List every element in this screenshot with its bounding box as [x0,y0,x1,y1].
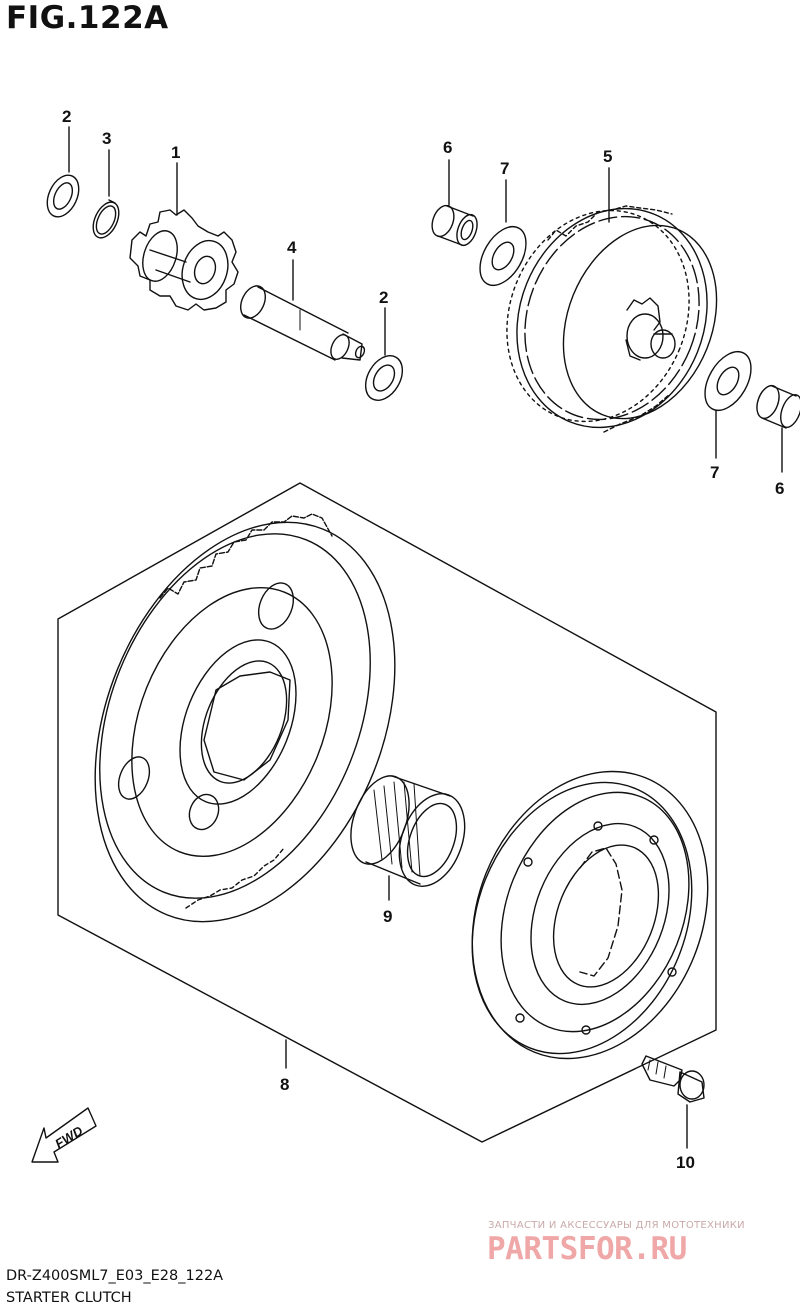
callout-7b: 7 [710,463,719,482]
figure-title: FIG.122A [6,0,169,36]
callout-10: 10 [676,1153,695,1172]
callout-6a: 6 [443,138,452,157]
callout-3: 3 [102,129,111,148]
part-7-washer-b [704,351,752,411]
callout-1: 1 [171,143,180,162]
callout-6b: 6 [775,479,784,498]
part-8-clutch-housing [471,770,709,1060]
callout-2a: 2 [62,107,71,126]
part-6-bushing [431,204,478,247]
watermark-tagline: ЗАПЧАСТИ И АКСЕССУАРЫ ДЛЯ МОТОТЕХНИКИ [488,1220,745,1231]
part-10-bolt [641,1055,705,1103]
part-9-needle-bearing [350,775,466,887]
fwd-arrow-icon: FWD [31,1107,97,1163]
watermark-brand: PARTSFOR.RU [487,1231,687,1267]
model-code: DR-Z400SML7_E03_E28_122A [6,1268,224,1284]
callout-8: 8 [280,1075,289,1094]
part-3-circlip [92,199,120,239]
part-8-clutch-gear [94,513,396,923]
part-6-bushing-b [756,384,800,429]
callout-2b: 2 [379,288,388,307]
part-2-washer-b [364,355,404,401]
callout-4: 4 [287,238,297,257]
part-5-driven-gear [506,205,718,433]
callout-7a: 7 [500,159,509,178]
section-name: STARTER CLUTCH [6,1290,132,1306]
part-2-washer [46,174,80,218]
part-7-washer [479,226,527,286]
callout-5: 5 [603,147,612,166]
assembly-outline [57,482,717,1143]
callout-9: 9 [383,907,392,926]
part-4-shaft [240,285,366,361]
part-1-idle-gear [129,209,239,311]
